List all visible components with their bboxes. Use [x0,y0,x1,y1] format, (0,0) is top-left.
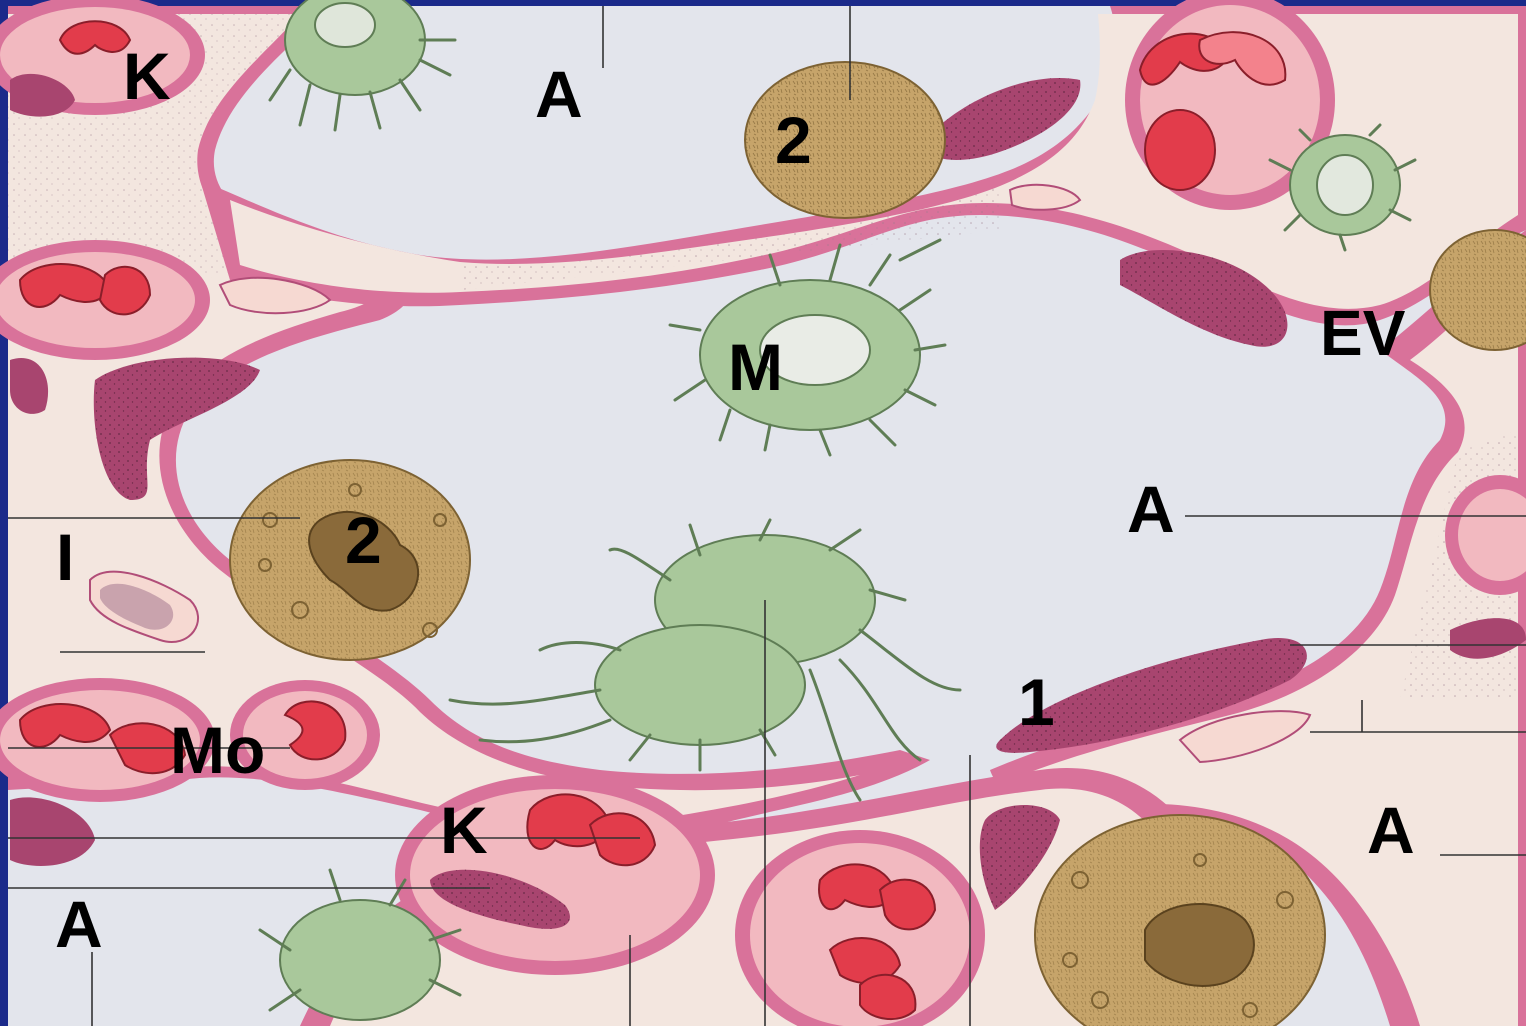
label-k-top: K [123,39,171,113]
label-interstitial: I [56,520,74,594]
label-type2-left: 2 [345,503,382,577]
label-alveolus-bottom-left: A [55,887,103,961]
label-type2-top: 2 [775,103,812,177]
label-ev: EV [1320,297,1406,369]
label-alveolus-right: A [1127,472,1175,546]
label-alveolus-bottom-right: A [1367,793,1415,867]
label-monocyte: Mo [170,713,265,787]
label-type1: 1 [1018,665,1055,739]
label-k-bottom: K [440,793,488,867]
label-macrophage: M [728,330,783,404]
label-alveolus-top: A [535,57,583,131]
